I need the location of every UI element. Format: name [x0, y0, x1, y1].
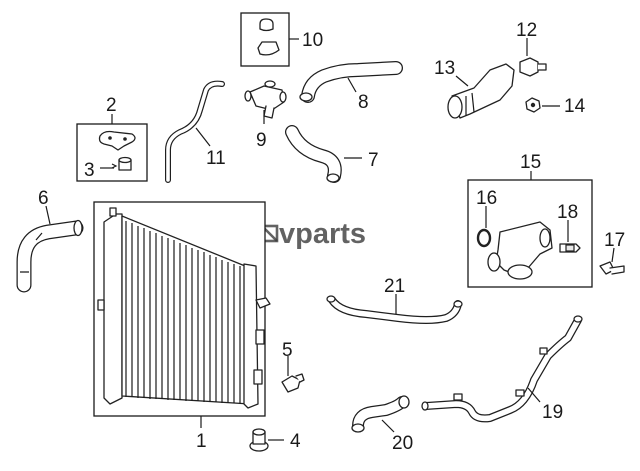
pipe-19[interactable] — [421, 315, 583, 423]
callout-11: 11 — [206, 148, 226, 169]
radiator-outlet — [255, 297, 271, 309]
callout-21: 21 — [384, 276, 405, 297]
leader-19 — [527, 387, 541, 403]
part-5-tip — [295, 373, 305, 383]
plug-top — [252, 428, 266, 436]
callout-18: 18 — [557, 202, 578, 223]
hose-6-end — [73, 219, 83, 237]
hose-20-end-lower — [351, 423, 365, 433]
radiator-assembly[interactable] — [93, 201, 271, 417]
hose-11[interactable] — [165, 80, 225, 183]
hose-21-end-left — [326, 295, 336, 303]
callout-17: 17 — [604, 230, 625, 251]
callout-4: 4 — [290, 431, 301, 452]
callout-numbers: 1 2 3 4 5 6 7 8 9 10 11 12 13 14 15 16 1… — [38, 20, 625, 454]
leader-lines — [45, 38, 615, 441]
leader-8 — [347, 77, 357, 93]
thermostat-housing-body — [451, 63, 515, 119]
radiator-bracket-lower — [253, 369, 263, 385]
part-5-body — [281, 375, 301, 393]
water-outlet-kit[interactable] — [467, 179, 593, 288]
housing-port-left — [487, 252, 501, 272]
pipe-19-end-right — [573, 315, 583, 323]
hose-7[interactable] — [285, 125, 342, 183]
callout-13: 13 — [434, 58, 455, 79]
radiator-bracket-upper — [255, 329, 265, 345]
o-ring — [476, 228, 492, 248]
callout-5: 5 — [282, 340, 293, 361]
callout-3: 3 — [84, 160, 95, 181]
callout-14: 14 — [564, 96, 586, 117]
callout-9: 9 — [256, 130, 267, 151]
part-5[interactable] — [281, 373, 305, 393]
cap — [259, 18, 274, 32]
callout-7: 7 — [368, 150, 379, 171]
callout-1: 1 — [196, 431, 207, 452]
radiator-cap-neck — [109, 207, 117, 217]
callout-20: 20 — [392, 433, 413, 454]
pipe-19-end-left — [421, 401, 429, 411]
callout-16: 16 — [476, 188, 497, 209]
callout-15: 15 — [520, 152, 541, 173]
pipe-19-bracket-2 — [515, 389, 525, 397]
callout-12: 12 — [516, 20, 537, 41]
hose-20[interactable] — [351, 395, 410, 433]
callout-10: 10 — [302, 30, 323, 51]
leader-13 — [455, 75, 469, 87]
hose-7-end — [326, 173, 340, 183]
seal — [257, 41, 280, 56]
callout-6: 6 — [38, 188, 49, 209]
callout-2: 2 — [106, 95, 117, 116]
leader-3-arrow — [111, 163, 118, 169]
fitting-top-port — [264, 80, 276, 88]
hose-8-end — [299, 92, 313, 102]
callout-19: 19 — [542, 402, 563, 423]
radiator-side-clip — [97, 299, 105, 311]
sensor-12[interactable] — [519, 57, 547, 77]
plug-4[interactable] — [249, 428, 269, 452]
fitting-lower-port — [263, 105, 275, 119]
bushing-top — [118, 156, 132, 164]
fitting-9[interactable] — [244, 80, 287, 119]
leader-11 — [195, 127, 211, 147]
watermark: vparts — [260, 218, 366, 250]
cap-seal-kit[interactable] — [240, 12, 290, 67]
temp-sensor-body — [565, 244, 575, 252]
thermostat-housing-port — [447, 95, 463, 119]
housing-port-right — [539, 228, 551, 248]
hose-21-end-right — [453, 300, 463, 308]
bracket-kit-box — [76, 123, 148, 182]
fitting-right-port — [279, 91, 287, 103]
leader-17 — [611, 247, 615, 263]
leader-6 — [45, 205, 51, 225]
bolt-shank — [609, 265, 625, 275]
radiator-fins — [125, 221, 241, 404]
sensor-body — [519, 57, 539, 77]
bracket-kit[interactable] — [76, 123, 148, 182]
hose-6[interactable] — [16, 219, 84, 293]
sensor-tip — [537, 63, 547, 71]
bolt-17[interactable] — [599, 261, 625, 275]
pipe-19-bracket-1 — [453, 393, 463, 401]
watermark-text: vparts — [279, 218, 366, 250]
nut-14[interactable] — [525, 97, 541, 113]
leader-20 — [381, 419, 395, 433]
pipe-19-bracket-3 — [539, 347, 548, 355]
hose-8[interactable] — [299, 61, 403, 103]
housing-port-lower — [507, 264, 533, 280]
thermostat-housing-13[interactable] — [447, 63, 515, 119]
hose-21[interactable] — [326, 295, 463, 324]
radiator-left-tank — [103, 213, 123, 405]
bracket — [98, 130, 136, 151]
callout-8: 8 — [358, 92, 369, 113]
hose-20-end — [398, 395, 410, 409]
fitting-left-port — [244, 90, 252, 102]
